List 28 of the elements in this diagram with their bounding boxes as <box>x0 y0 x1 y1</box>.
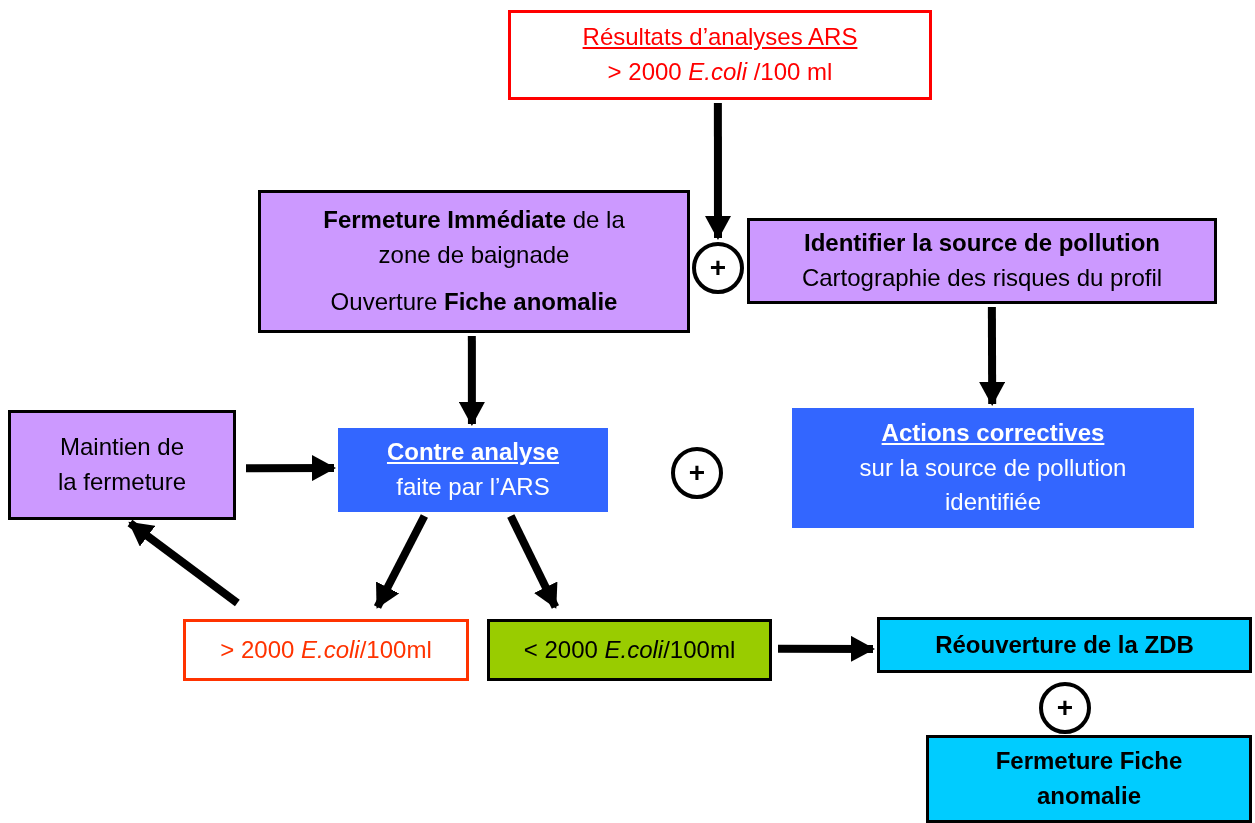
process-box <box>926 735 1252 823</box>
box-text: Maintien de la fermeture <box>56 432 188 497</box>
box-text: > 2000 E.coli/100ml <box>220 634 432 665</box>
result-box <box>487 619 772 681</box>
arrow <box>507 514 559 609</box>
box-heading: Actions correctives <box>881 417 1105 448</box>
box-heading: Résultats d’analyses ARS <box>582 22 858 53</box>
box-text: Fermeture Fiche anomalie <box>994 746 1184 811</box>
box-heading: Identifier la source de pollution <box>803 228 1160 259</box>
box-text: Cartographie des risques du profil <box>801 263 1163 293</box>
process-box <box>338 428 608 512</box>
box-text: sur la source de pollution identifiée <box>858 452 1128 518</box>
result-box <box>508 10 932 100</box>
result-box <box>183 619 469 681</box>
box-text: < 2000 E.coli/100ml <box>523 634 736 665</box>
arrow <box>127 519 240 607</box>
arrow <box>373 514 428 609</box>
box-text: > 2000 E.coli /100 ml <box>607 57 833 87</box>
process-box <box>258 190 690 333</box>
box-text: Réouverture de la ZDB <box>935 629 1194 660</box>
process-box <box>877 617 1252 673</box>
box-heading: Contre analyse <box>386 437 560 468</box>
box-heading: Fermeture Immédiate de la zone de baignade <box>322 205 626 271</box>
box-text: Ouverture Fiche anomalie <box>330 286 618 317</box>
process-box <box>8 410 236 520</box>
box-text: faite par l’ARS <box>396 472 550 502</box>
process-box <box>747 218 1217 304</box>
process-box <box>792 408 1194 528</box>
